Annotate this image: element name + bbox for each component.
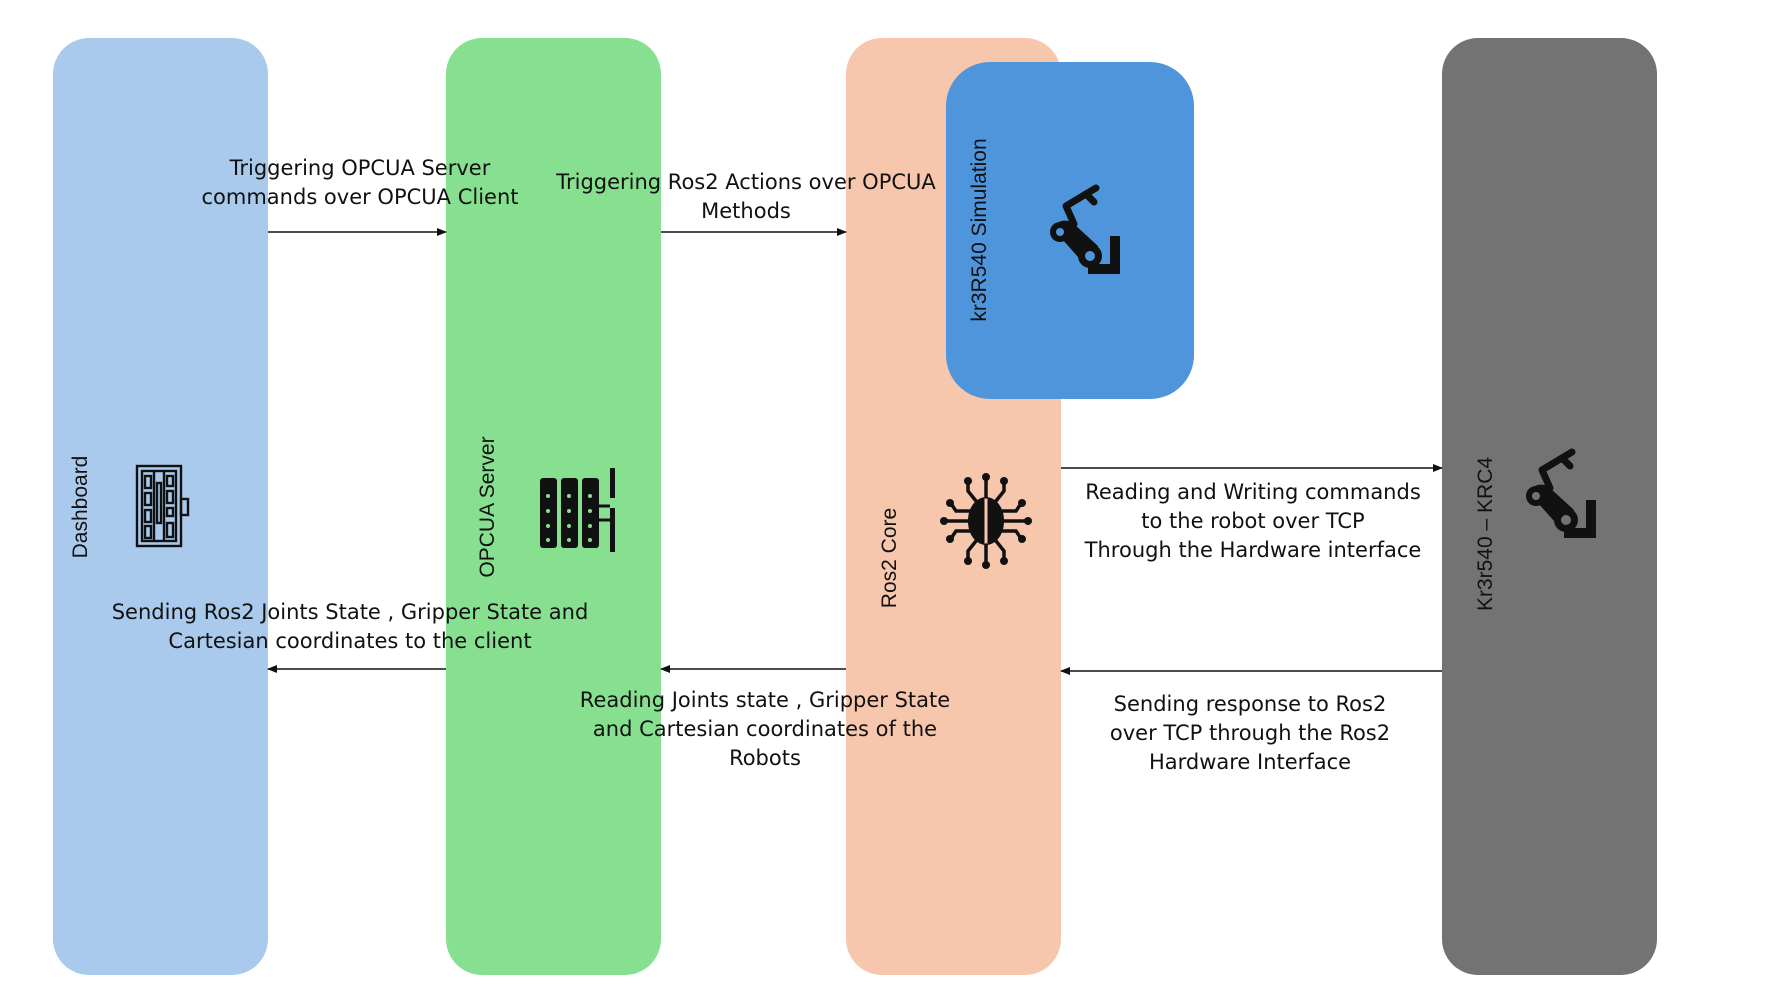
opcua-server-lane: OPCUA Server (446, 38, 661, 975)
msg-line: and Cartesian coordinates of the (592, 717, 938, 741)
msg-line: Cartesian coordinates to the client (168, 629, 532, 653)
msg-line: Sending response to Ros2 (1113, 692, 1387, 716)
msg-line: Robots (729, 746, 801, 770)
msg-dash-to-opcua: Triggering OPCUA Server commands over OP… (202, 154, 519, 212)
robot-lane: Kr3r540 – KRC4 (1442, 38, 1657, 975)
msg-ros-to-opcua: Reading Joints state , Gripper State and… (580, 686, 950, 773)
msg-opcua-to-dash: Sending Ros2 Joints State , Gripper Stat… (112, 598, 589, 656)
msg-ros-to-robot: Reading and Writing commands to the robo… (1085, 478, 1422, 565)
msg-line: Reading and Writing commands (1085, 480, 1421, 504)
msg-line: Triggering Ros2 Actions over OPCUA (556, 170, 936, 194)
msg-line: Methods (701, 199, 791, 223)
msg-line: Through the Hardware interface (1084, 538, 1422, 562)
simulation-box: kr3R540 Simulation (946, 62, 1194, 399)
msg-line: over TCP through the Ros2 (1109, 721, 1391, 745)
msg-line: commands over OPCUA Client (201, 185, 519, 209)
msg-line: Triggering OPCUA Server (229, 156, 491, 180)
msg-line: Reading Joints state , Gripper State (579, 688, 951, 712)
msg-opcua-to-ros: Triggering Ros2 Actions over OPCUA Metho… (556, 168, 936, 226)
msg-line: Hardware Interface (1148, 750, 1352, 774)
servers-icon (540, 468, 615, 552)
robot-arm-icon (1050, 184, 1120, 274)
ai-brain-icon (940, 473, 1032, 569)
msg-robot-to-ros: Sending response to Ros2 over TCP throug… (1110, 690, 1390, 777)
dashboard-lane: Dashboard (53, 38, 268, 975)
msg-line: Sending Ros2 Joints State , Gripper Stat… (111, 600, 589, 624)
msg-line: to the robot over TCP (1141, 509, 1365, 533)
server-rack-icon (135, 464, 190, 548)
robot-arm-icon (1526, 448, 1596, 538)
